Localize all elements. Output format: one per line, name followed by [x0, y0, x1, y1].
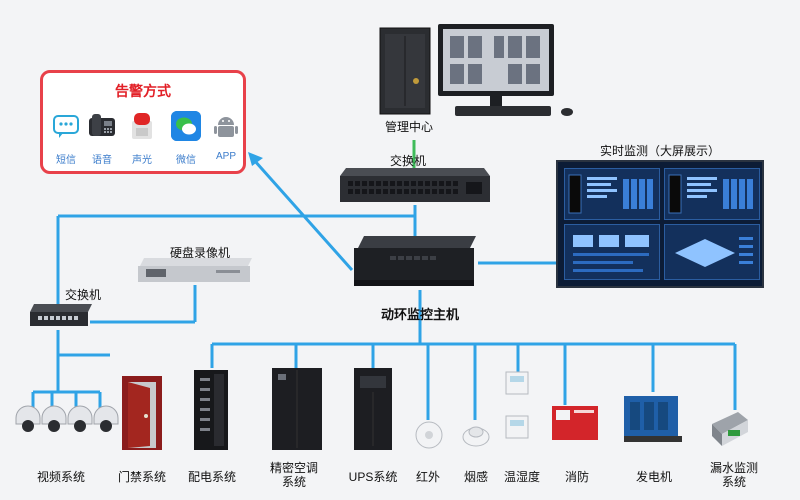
- dvr-label: 硬盘录像机: [169, 246, 230, 260]
- left-switch-label: 交换机: [64, 288, 101, 302]
- smoke-detector-icon: [461, 420, 491, 455]
- dvr-icon: [136, 258, 256, 293]
- screen-panel: [564, 224, 660, 280]
- big-screen-label: 实时监测（大屏展示）: [599, 144, 720, 158]
- door-icon: [120, 374, 166, 457]
- screen-panel: [664, 168, 760, 220]
- alert-method-label-voice: 语音: [92, 155, 112, 166]
- monitor-icon: [438, 24, 558, 121]
- alert-method-label-light: 声光: [132, 155, 152, 166]
- alert-methods-panel: 告警方式 短信 语音 声光 微信 APP: [40, 70, 246, 174]
- leak-sensor-icon: [708, 410, 752, 455]
- alert-method-label-wechat: 微信: [176, 155, 196, 166]
- keyboard-icon: [455, 104, 575, 125]
- screen-panel: [664, 224, 760, 280]
- subsystem-label-smoke: 烟感: [463, 470, 488, 484]
- fire-panel-icon: [550, 404, 602, 449]
- thermo-hygrometer-icon: [502, 370, 534, 451]
- power-cabinet-icon: [192, 368, 232, 457]
- android-icon: [211, 111, 241, 141]
- screen-panel: [564, 168, 660, 220]
- small-switch-icon: [28, 304, 94, 335]
- alert-title: 告警方式: [115, 83, 171, 99]
- phone-icon: [87, 111, 117, 141]
- top-switch-label: 交换机: [389, 154, 426, 168]
- subsystem-label-thermo: 温湿度: [503, 470, 540, 484]
- alarm-light-icon: [127, 111, 157, 141]
- subsystem-label-fire: 消防: [564, 470, 589, 484]
- wechat-icon: [171, 111, 201, 141]
- monitoring-host-icon: [350, 236, 480, 297]
- pc-tower-icon: [378, 26, 434, 121]
- subsystem-label-leak: 漏水监测系统: [709, 461, 758, 489]
- subsystem-label-ups: UPS系统: [348, 470, 398, 484]
- subsystem-label-video: 视频系统: [36, 470, 85, 484]
- air-conditioner-icon: [270, 366, 326, 457]
- alert-method-label-sms: 短信: [56, 155, 76, 166]
- management-center-label: 管理中心: [384, 120, 433, 134]
- infrared-sensor-icon: [414, 420, 444, 455]
- big-screen-display: [556, 160, 764, 288]
- ups-icon: [352, 366, 396, 457]
- generator-icon: [620, 390, 686, 451]
- sms-icon: [51, 111, 81, 141]
- camera-icon: [12, 404, 122, 449]
- network-switch-icon: [340, 168, 490, 211]
- subsystem-label-infrared: 红外: [415, 470, 440, 484]
- alert-method-label-app: APP: [215, 151, 236, 162]
- subsystem-label-door: 门禁系统: [117, 470, 166, 484]
- subsystem-label-aircon: 精密空调系统: [269, 461, 318, 489]
- subsystem-label-generator: 发电机: [635, 470, 672, 484]
- monitoring-host-label: 动环监控主机: [380, 307, 459, 322]
- subsystem-label-power: 配电系统: [187, 470, 236, 484]
